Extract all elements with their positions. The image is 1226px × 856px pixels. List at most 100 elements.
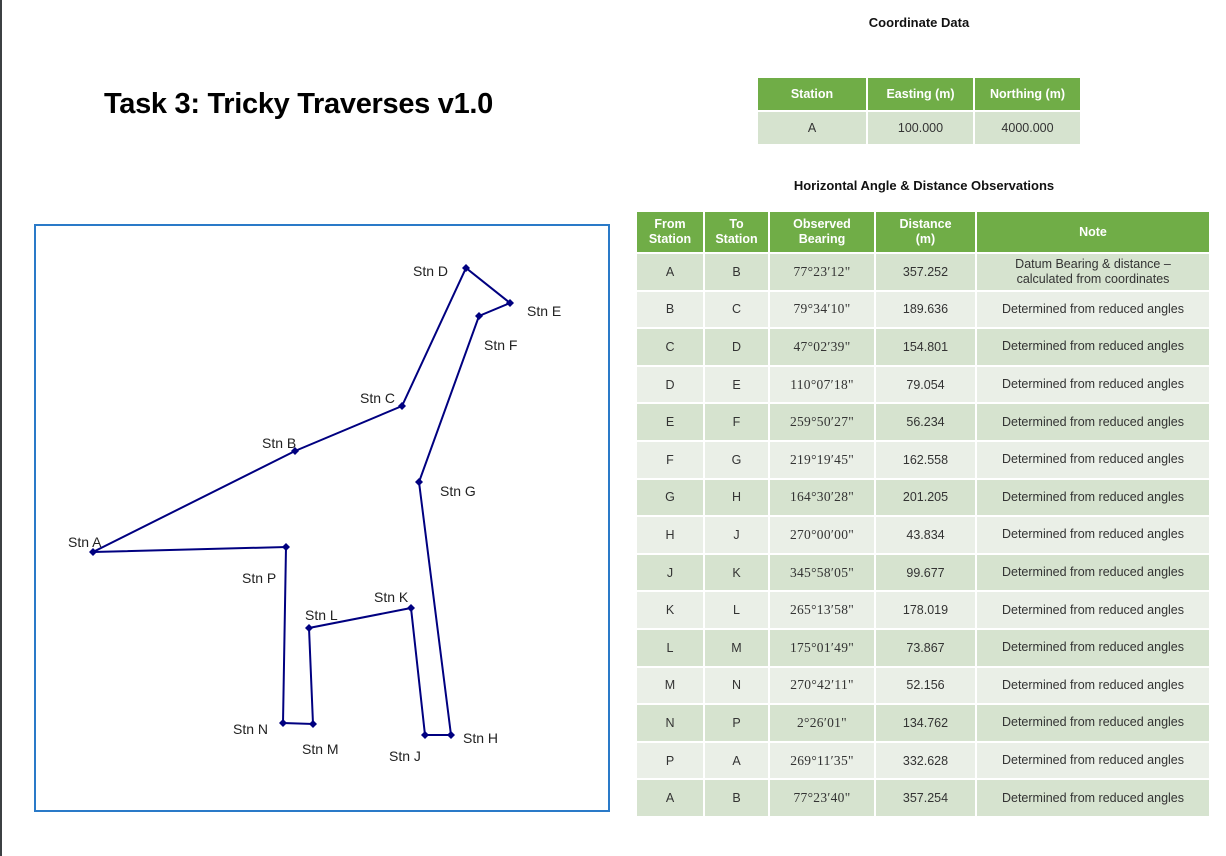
station-marker-icon — [447, 731, 455, 739]
cell-to-station: K — [705, 554, 768, 591]
cell-from-station: K — [637, 592, 703, 628]
col-header-distance: Distance(m) — [876, 212, 975, 252]
cell-note: Determined from reduced angles — [977, 554, 1209, 591]
cell-to-station: M — [705, 629, 768, 666]
cell-from-station: D — [637, 366, 703, 403]
cell-to-station: E — [705, 366, 768, 403]
station-marker-icon — [407, 604, 415, 612]
cell-note: Determined from reduced angles — [977, 742, 1209, 779]
station-label: Stn M — [302, 741, 339, 757]
cell-from-station: A — [637, 254, 703, 290]
cell-observed-bearing: 175°01′49" — [770, 629, 874, 666]
cell-observed-bearing: 47°02′39" — [770, 329, 874, 365]
cell-distance: 134.762 — [876, 705, 975, 741]
station-label: Stn B — [262, 435, 296, 451]
cell-to-station: B — [705, 254, 768, 290]
cell-from-station: A — [637, 780, 703, 816]
cell-observed-bearing: 2°26′01" — [770, 705, 874, 741]
cell-note: Datum Bearing & distance –calculated fro… — [977, 254, 1209, 290]
cell-northing: 4000.000 — [975, 112, 1080, 144]
cell-to-station: N — [705, 667, 768, 704]
station-label: Stn E — [527, 303, 561, 319]
cell-distance: 73.867 — [876, 629, 975, 666]
cell-to-station: A — [705, 742, 768, 779]
station-marker-icon — [279, 719, 287, 727]
cell-note: Determined from reduced angles — [977, 705, 1209, 741]
col-header-station: Station — [758, 78, 866, 110]
col-header-note: Note — [977, 212, 1209, 252]
col-header-easting: Easting (m) — [868, 78, 973, 110]
station-label: Stn H — [463, 730, 498, 746]
station-label: Stn F — [484, 337, 517, 353]
station-label: Stn K — [374, 589, 409, 605]
cell-observed-bearing: 270°42′11" — [770, 667, 874, 704]
cell-observed-bearing: 110°07′18" — [770, 366, 874, 403]
cell-from-station: H — [637, 517, 703, 553]
station-marker-icon — [291, 447, 299, 455]
station-marker-icon — [506, 299, 514, 307]
cell-from-station: E — [637, 404, 703, 440]
cell-observed-bearing: 345°58′05" — [770, 554, 874, 591]
cell-note: Determined from reduced angles — [977, 667, 1209, 704]
cell-observed-bearing: 164°30′28" — [770, 479, 874, 516]
station-marker-icon — [398, 402, 406, 410]
cell-note: Determined from reduced angles — [977, 291, 1209, 328]
col-header-northing: Northing (m) — [975, 78, 1080, 110]
cell-to-station: J — [705, 517, 768, 553]
cell-to-station: B — [705, 780, 768, 816]
cell-observed-bearing: 77°23′40" — [770, 780, 874, 816]
cell-from-station: G — [637, 479, 703, 516]
cell-observed-bearing: 269°11′35" — [770, 742, 874, 779]
traverse-line — [92, 266, 512, 736]
cell-distance: 357.252 — [876, 254, 975, 290]
station-marker-icon — [309, 720, 317, 728]
cell-to-station: G — [705, 441, 768, 478]
cell-note: Determined from reduced angles — [977, 329, 1209, 365]
station-label: Stn A — [68, 534, 102, 550]
station-marker-icon — [462, 264, 470, 272]
table-header-row: Station Easting (m) Northing (m) — [758, 78, 1080, 110]
station-label: Stn G — [440, 483, 476, 499]
cell-easting: 100.000 — [868, 112, 973, 144]
observations-caption: Horizontal Angle & Distance Observations — [793, 178, 1055, 193]
station-marker-icon — [475, 312, 483, 320]
cell-distance: 79.054 — [876, 366, 975, 403]
station-marker-icon — [282, 543, 290, 551]
cell-to-station: P — [705, 705, 768, 741]
cell-note: Determined from reduced angles — [977, 404, 1209, 440]
cell-note: Determined from reduced angles — [977, 592, 1209, 628]
cell-distance: 332.628 — [876, 742, 975, 779]
cell-distance: 56.234 — [876, 404, 975, 440]
cell-distance: 178.019 — [876, 592, 975, 628]
cell-from-station: N — [637, 705, 703, 741]
cell-from-station: B — [637, 291, 703, 328]
page-title: Task 3: Tricky Traverses v1.0 — [104, 88, 494, 120]
cell-observed-bearing: 270°00′00" — [770, 517, 874, 553]
cell-distance: 357.254 — [876, 780, 975, 816]
cell-note: Determined from reduced angles — [977, 479, 1209, 516]
station-marker-icon — [421, 731, 429, 739]
table-row: A 100.000 4000.000 — [758, 112, 1080, 144]
cell-station: A — [758, 112, 866, 144]
cell-note: Determined from reduced angles — [977, 629, 1209, 666]
cell-from-station: J — [637, 554, 703, 591]
cell-observed-bearing: 259°50′27" — [770, 404, 874, 440]
cell-from-station: L — [637, 629, 703, 666]
cell-observed-bearing: 77°23′12" — [770, 254, 874, 290]
